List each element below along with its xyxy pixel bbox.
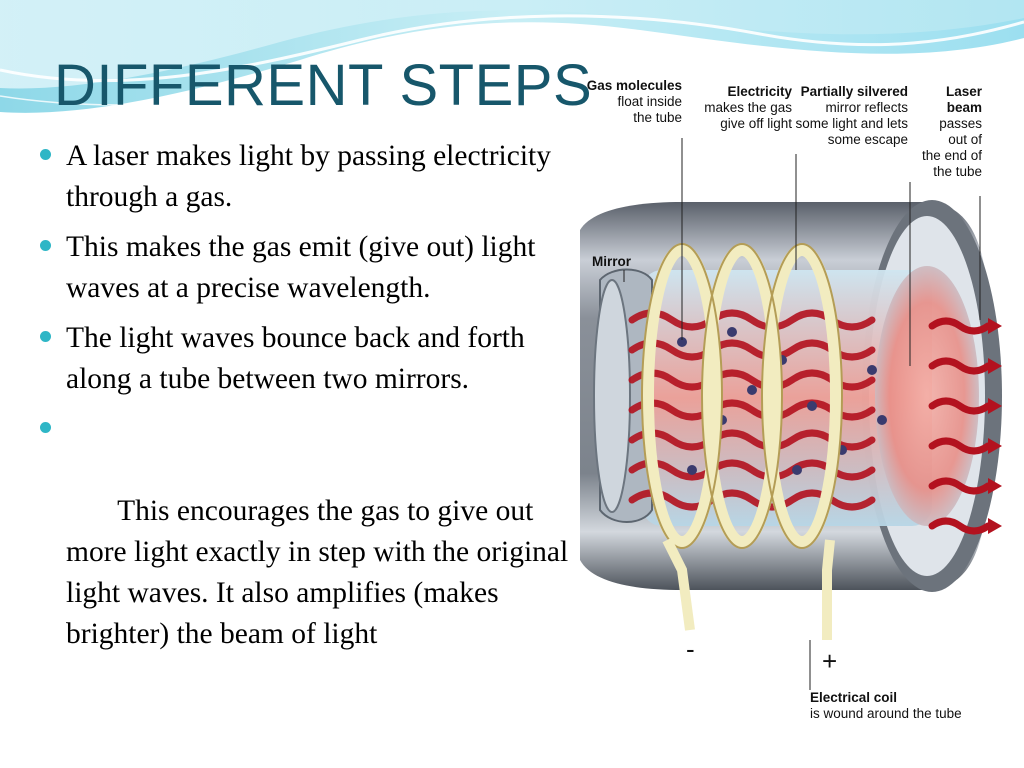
bullet-text: This makes the gas emit (give out) light… — [66, 231, 536, 304]
bullet-marker-icon — [40, 422, 51, 433]
bullet-item: This makes the gas emit (give out) light… — [40, 227, 570, 309]
bullet-marker-icon — [40, 240, 51, 251]
laser-diagram: Gas molecules float inside the tube Elec… — [572, 70, 1018, 750]
bullet-item: A laser makes light by passing electrici… — [40, 136, 570, 218]
label-electricity: Electricity makes the gas give off light — [704, 84, 792, 131]
label-laser-beam: Laser beam passes out of the end of the … — [921, 84, 982, 179]
bullet-item: The light waves bounce back and forth al… — [40, 318, 570, 400]
slide-title: DIFFERENT STEPS — [54, 53, 593, 118]
label-partially-silvered-mirror: Partially silvered mirror reflects some … — [795, 84, 908, 147]
label-gas-molecules: Gas molecules float inside the tube — [586, 78, 682, 125]
header-wave-decoration — [0, 0, 1024, 113]
bullet-item: This encourages the gas to give out more… — [40, 409, 570, 696]
positive-terminal-label: + — [822, 646, 838, 676]
bullet-text: A laser makes light by passing electrici… — [66, 140, 551, 213]
label-electrical-coil: Electrical coil is wound around the tube — [810, 690, 962, 721]
bullet-marker-icon — [40, 149, 51, 160]
bullet-marker-icon — [40, 331, 51, 342]
label-mirror: Mirror — [592, 254, 632, 269]
negative-terminal-label: - — [686, 634, 695, 664]
bullet-text: This encourages the gas to give out more… — [66, 495, 576, 650]
laser-tube-illustration — [580, 138, 1002, 690]
bullet-list: A laser makes light by passing electrici… — [40, 136, 570, 705]
bullet-text: The light waves bounce back and forth al… — [66, 322, 525, 395]
